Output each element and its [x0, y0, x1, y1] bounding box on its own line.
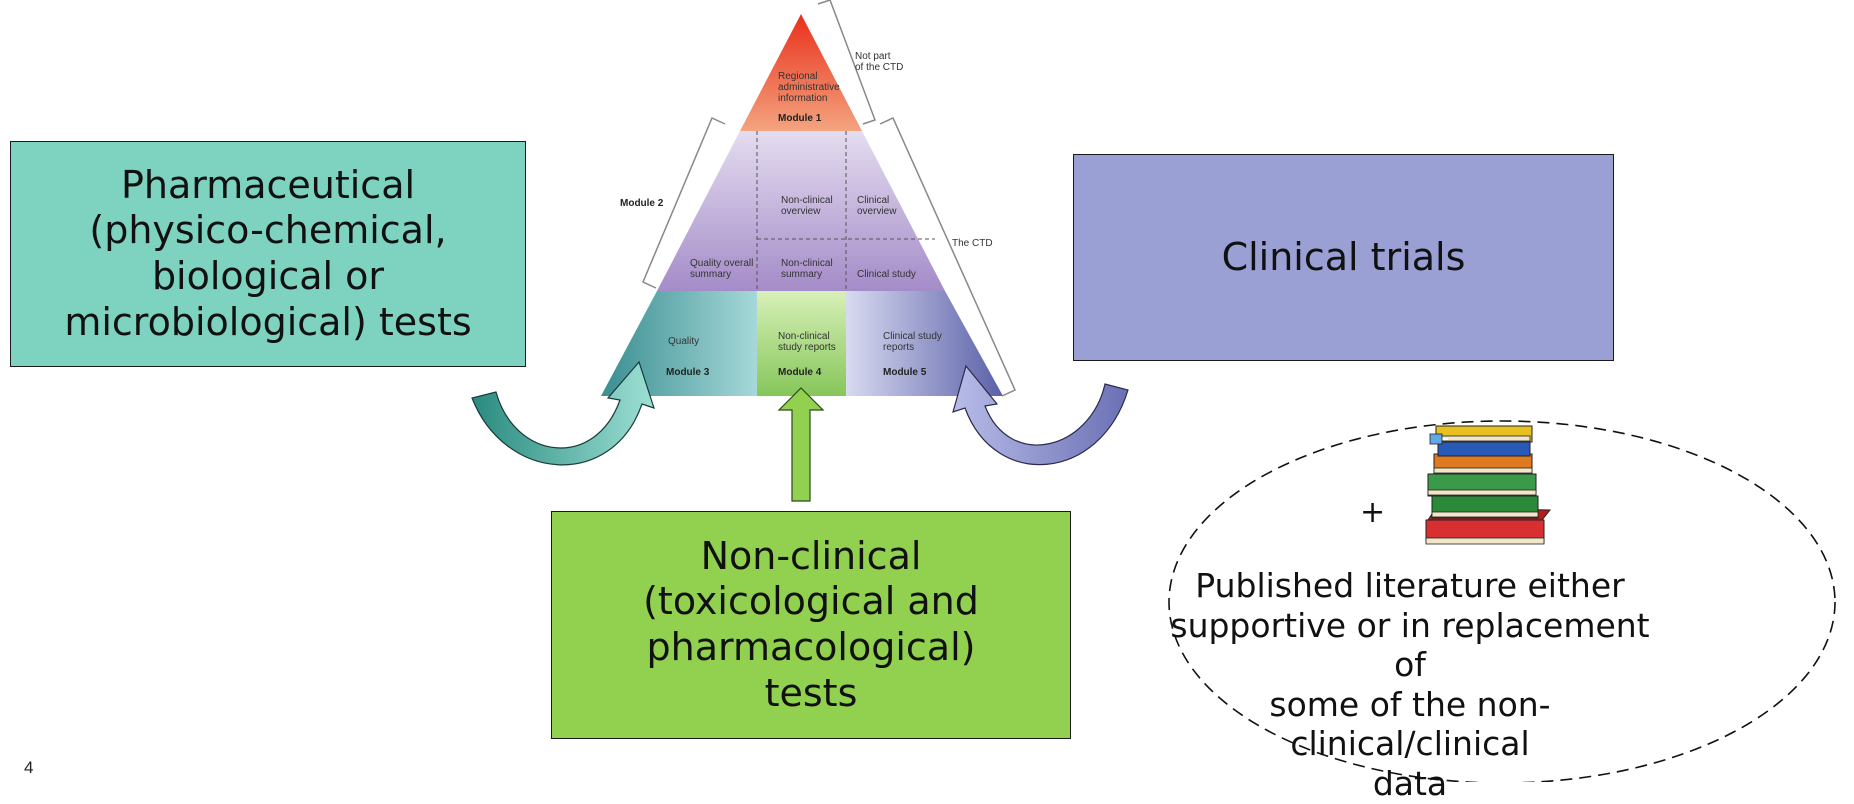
module1-layer: [740, 14, 862, 131]
quality-text: Quality: [668, 336, 699, 347]
clinical-study-text: Clinical study: [857, 269, 916, 280]
books-stack-icon: [1425, 425, 1552, 545]
plus-sign: +: [1360, 495, 1386, 530]
module4-layer: [757, 291, 846, 396]
literature-ellipse: [1168, 420, 1836, 782]
the-ctd-bracket: [879, 117, 1016, 397]
clinical-trials-text: Clinical trials: [1221, 234, 1466, 279]
module2-label: Module 2: [620, 198, 664, 209]
page-number: 4: [24, 758, 34, 777]
the-ctd-label: The CTD: [952, 238, 993, 249]
module1-label: Module 1: [778, 113, 822, 124]
pharmaceutical-tests-box: Pharmaceutical (physico-chemical, biolog…: [10, 141, 526, 367]
module5-label: Module 5: [883, 367, 927, 378]
module2-bracket: [642, 116, 726, 289]
module4-label: Module 4: [778, 367, 822, 378]
non-clinical-tests-text: Non-clinical (toxicological and pharmaco…: [643, 533, 979, 715]
nonclinical-arrow: [777, 387, 825, 502]
not-part-bracket: [817, 0, 876, 125]
pharmaceutical-tests-text: Pharmaceutical (physico-chemical, biolog…: [64, 162, 472, 344]
module5-layer: [846, 291, 1003, 396]
module3-label: Module 3: [666, 367, 710, 378]
non-clinical-tests-box: Non-clinical (toxicological and pharmaco…: [551, 511, 1071, 739]
module2-layer: [657, 131, 945, 291]
clinical-arrow: [952, 364, 1129, 466]
pharma-arrow: [471, 360, 655, 466]
published-literature-text: Published literature either supportive o…: [1170, 566, 1650, 803]
clinical-trials-box: Clinical trials: [1073, 154, 1614, 361]
